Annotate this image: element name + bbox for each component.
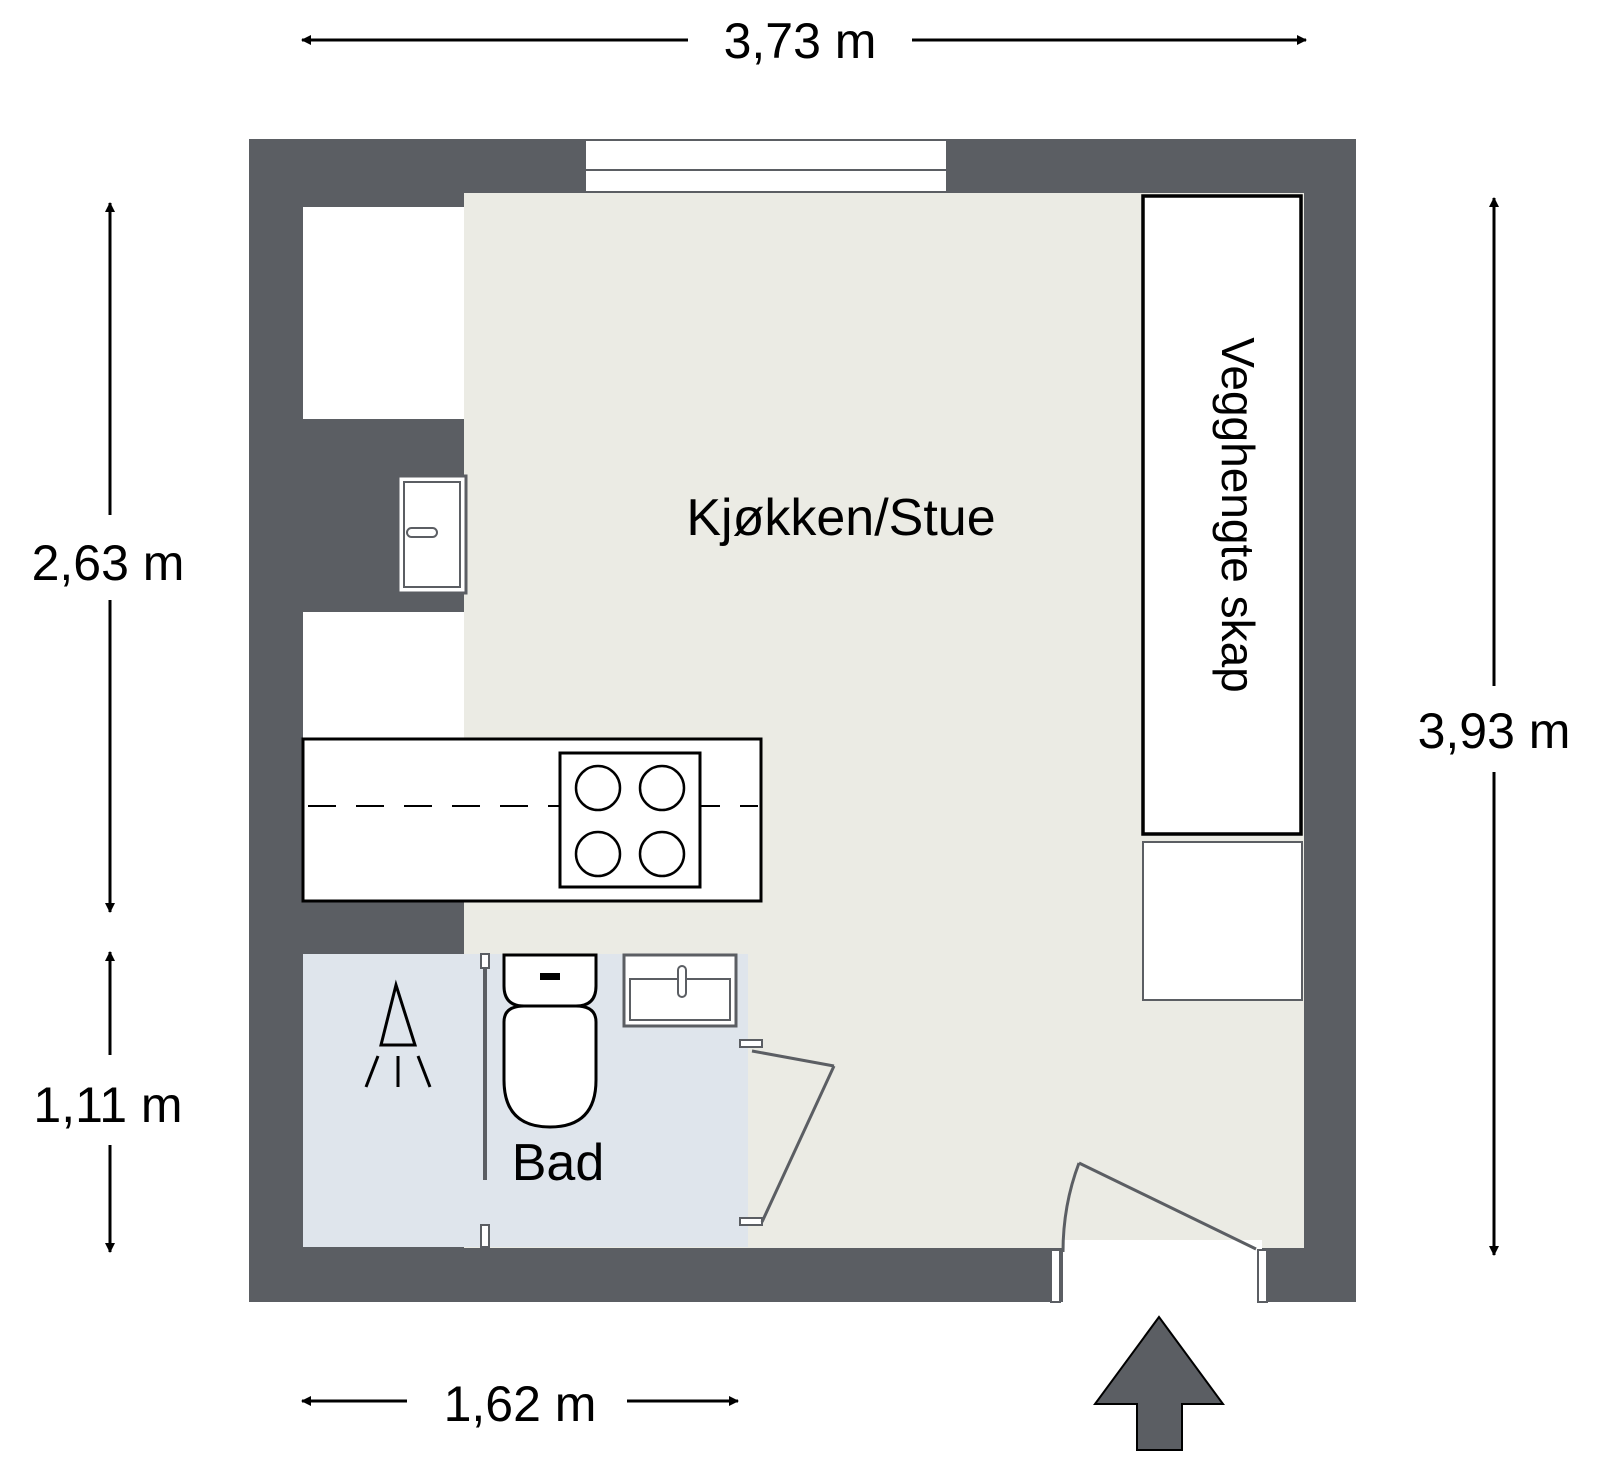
wardrobe-label: Vegghengte skap: [1212, 337, 1264, 693]
entrance-arrow-icon: [1093, 1315, 1225, 1451]
wardrobe: [1141, 194, 1303, 836]
shower-partition: [480, 953, 490, 1248]
storage-cabinet: [1142, 841, 1303, 1001]
dimension-left-upper: 2,63 m: [32, 535, 185, 591]
entrance-opening: [1063, 1240, 1262, 1302]
kitchen-sink-icon: [396, 474, 468, 595]
bath-sink-icon: [622, 953, 738, 1028]
bath-door-icon: [739, 1039, 836, 1226]
dimension-top-width: 3,73 m: [724, 13, 877, 69]
entrance-door-icon: [1050, 1161, 1268, 1303]
bath-door-opening: [748, 1040, 763, 1224]
toilet-icon: [502, 953, 598, 1129]
dimension-bottom-width: 1,62 m: [444, 1376, 597, 1432]
room-label-bath: Bad: [512, 1134, 605, 1192]
window: [586, 141, 946, 191]
kitchen-alcove: [303, 207, 464, 740]
room-label-living: Kjøkken/Stue: [686, 489, 995, 547]
dimension-lines: [105, 35, 1499, 1406]
dimension-left-lower: 1,11 m: [33, 1077, 182, 1133]
cooktop-icon: [558, 751, 702, 889]
dimension-right-height: 3,93 m: [1418, 703, 1571, 759]
shower-icon: [364, 979, 432, 1088]
